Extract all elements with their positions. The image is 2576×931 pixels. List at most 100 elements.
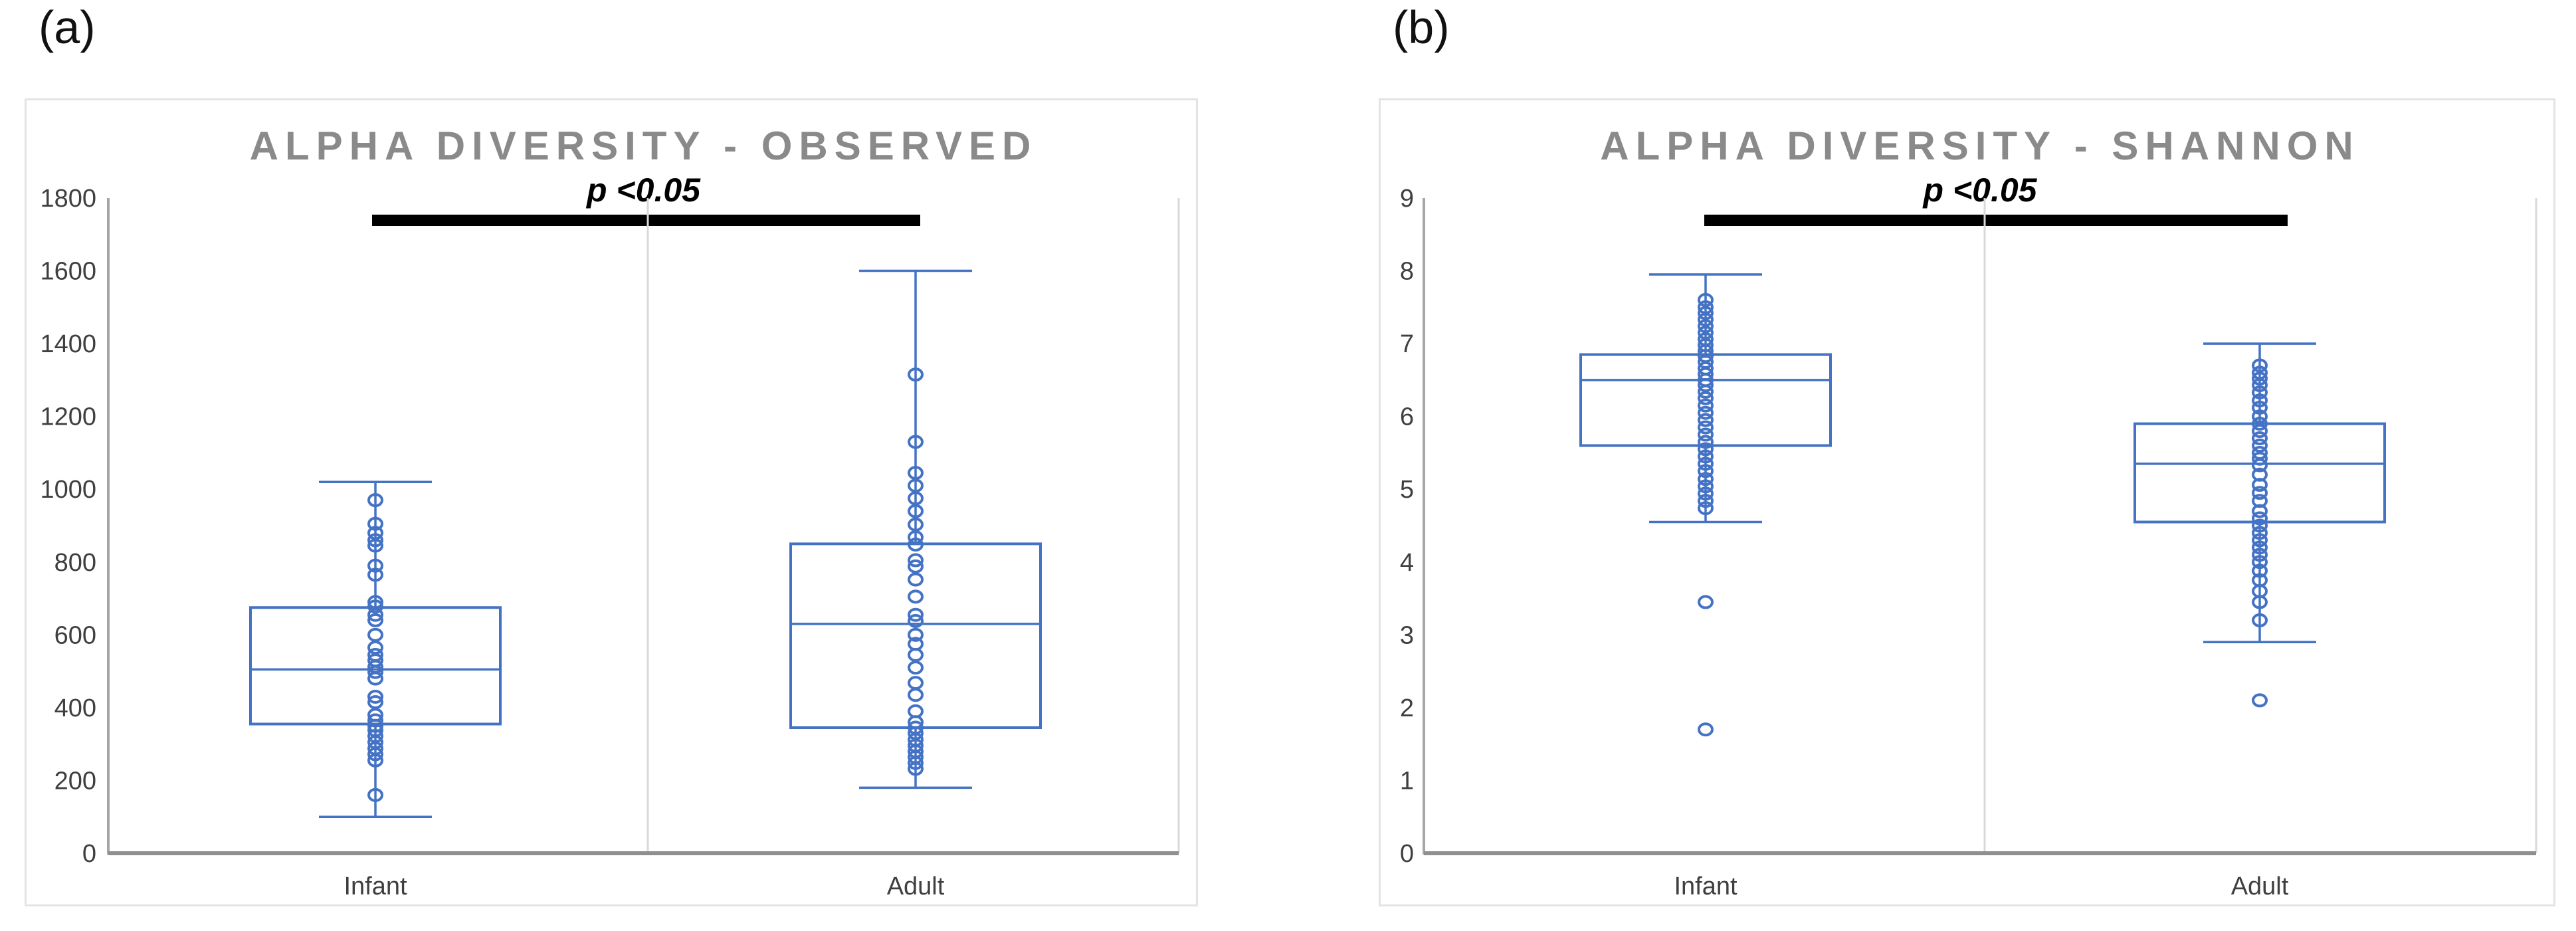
data-point — [367, 558, 383, 573]
data-point — [908, 504, 924, 518]
panel-b-label: (b) — [1393, 1, 1450, 53]
data-point — [2252, 358, 2268, 373]
data-point — [2252, 548, 2268, 562]
box — [2133, 422, 2386, 524]
data-point — [1698, 319, 1714, 334]
data-point — [908, 559, 924, 573]
data-point — [1698, 420, 1714, 435]
data-point — [367, 627, 383, 642]
data-point — [367, 753, 383, 768]
data-point — [2252, 378, 2268, 393]
data-point — [2252, 486, 2268, 500]
data-point — [1698, 398, 1714, 413]
y-tick-label: 1400 — [40, 330, 96, 358]
significance-bar — [1704, 215, 2288, 226]
data-point — [2252, 613, 2268, 627]
data-point — [367, 613, 383, 627]
data-point — [908, 478, 924, 493]
data-point — [908, 614, 924, 629]
y-tick-label: 1800 — [40, 185, 96, 213]
data-point — [367, 599, 383, 614]
data-point — [1698, 494, 1714, 508]
data-point — [367, 493, 383, 508]
data-point — [1698, 306, 1714, 320]
data-point — [908, 517, 924, 532]
y-tick-label: 9 — [1400, 185, 1414, 213]
y-tick-label: 800 — [54, 549, 96, 577]
data-point — [908, 572, 924, 587]
data-point — [1698, 378, 1714, 393]
data-point — [1698, 722, 1714, 737]
data-point — [2252, 511, 2268, 526]
data-point — [2252, 564, 2268, 578]
data-point — [2252, 555, 2268, 569]
data-point — [908, 435, 924, 449]
y-tick-label: 1000 — [40, 476, 96, 504]
data-point — [367, 607, 383, 622]
y-tick-label: 0 — [82, 840, 96, 868]
data-point — [1698, 435, 1714, 449]
y-tick-label: 1 — [1400, 767, 1414, 795]
data-point — [908, 647, 924, 662]
data-point — [1698, 312, 1714, 327]
data-point — [367, 568, 383, 582]
data-point — [367, 695, 383, 710]
data-point — [1698, 405, 1714, 420]
y-tick-label: 2 — [1400, 694, 1414, 722]
y-tick-label: 400 — [54, 694, 96, 722]
category-label: Adult — [887, 873, 945, 900]
data-point — [1698, 479, 1714, 494]
data-point — [908, 367, 924, 382]
data-point — [1698, 384, 1714, 399]
data-point — [367, 641, 383, 655]
data-point — [2252, 409, 2268, 424]
data-point — [908, 553, 924, 568]
data-point — [2252, 533, 2268, 548]
category-label: Infant — [344, 873, 407, 900]
data-point — [1698, 472, 1714, 486]
box — [1579, 353, 1832, 447]
data-point — [2252, 458, 2268, 472]
y-tick-label: 7 — [1400, 330, 1414, 358]
data-point — [367, 516, 383, 531]
data-point — [908, 688, 924, 702]
y-tick-label: 8 — [1400, 258, 1414, 286]
y-tick-label: 4 — [1400, 549, 1414, 577]
data-point — [367, 689, 383, 704]
data-point — [367, 671, 383, 686]
data-point — [908, 627, 924, 642]
data-point — [908, 537, 924, 552]
p-value-annotation: p <0.05 — [587, 171, 700, 209]
data-point — [2252, 504, 2268, 518]
data-point — [367, 787, 383, 802]
data-point — [367, 665, 383, 679]
panel-a-label: (a) — [39, 1, 96, 53]
chart-title-shannon: ALPHA DIVERSITY - SHANNON — [1600, 124, 2360, 168]
data-point — [367, 595, 383, 609]
data-point — [1698, 292, 1714, 307]
chart-title-observed: ALPHA DIVERSITY - OBSERVED — [249, 124, 1038, 168]
data-point — [367, 533, 383, 548]
data-point — [367, 747, 383, 762]
data-point — [2252, 424, 2268, 439]
y-tick-label: 0 — [1400, 840, 1414, 868]
data-point — [1698, 442, 1714, 457]
data-point — [908, 466, 924, 480]
y-tick-label: 600 — [54, 621, 96, 649]
data-point — [1698, 427, 1714, 442]
data-point — [908, 661, 924, 675]
data-point — [2252, 540, 2268, 555]
data-point — [908, 762, 924, 776]
data-point — [1698, 413, 1714, 427]
y-tick-label: 3 — [1400, 621, 1414, 649]
data-point — [1698, 595, 1714, 609]
data-point — [908, 607, 924, 622]
data-point — [2252, 401, 2268, 415]
data-point — [1698, 486, 1714, 501]
data-point — [2252, 417, 2268, 431]
data-point — [2252, 371, 2268, 386]
category-label: Adult — [2231, 873, 2289, 900]
data-point — [2252, 385, 2268, 400]
